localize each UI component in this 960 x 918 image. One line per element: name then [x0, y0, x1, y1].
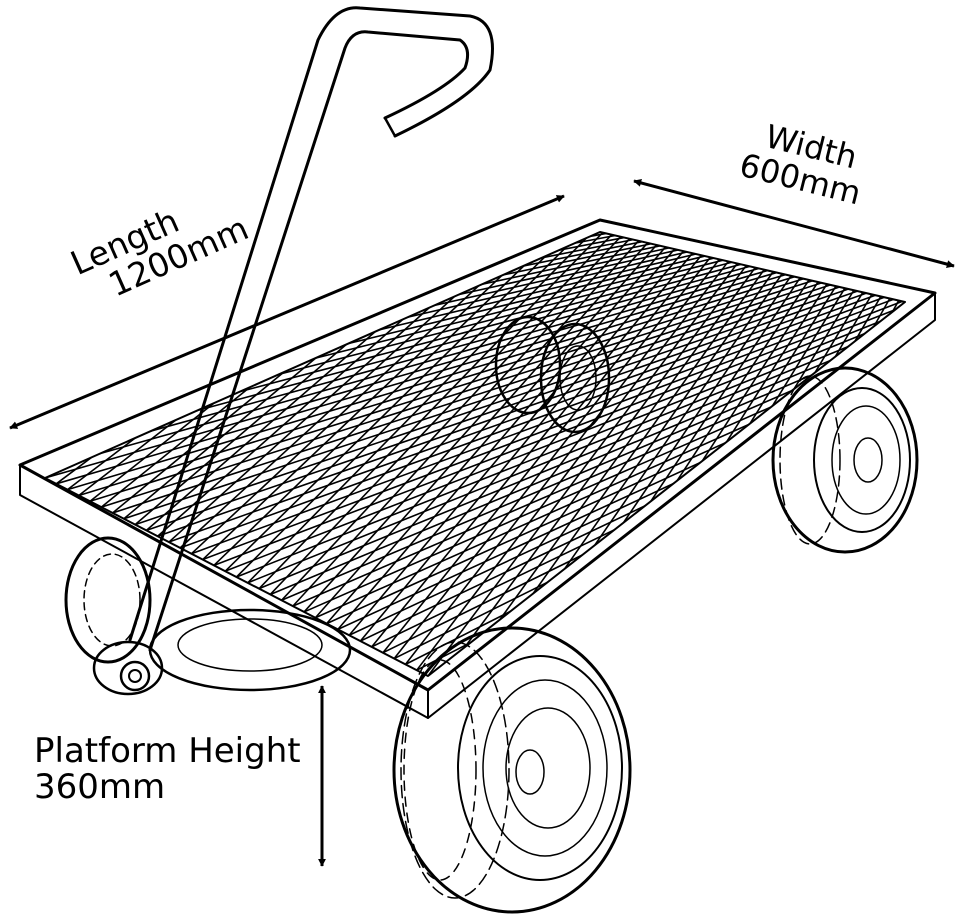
platform-height-title: Platform Height: [34, 731, 301, 771]
pull-handle: [92, 6, 494, 696]
mesh-wire: [371, 252, 694, 648]
mesh-wire: [427, 263, 738, 676]
front-axle-plate: [148, 608, 352, 692]
mesh-wire: [731, 395, 905, 676]
mesh-wire: [382, 254, 702, 654]
length-arrow: [9, 194, 565, 430]
mesh-wire: [765, 401, 905, 676]
mesh-wire: [326, 321, 905, 625]
mesh-wire: [641, 302, 905, 676]
mesh-wire: [416, 260, 729, 671]
mesh-wire: [697, 389, 905, 676]
mesh-wire: [754, 399, 905, 676]
mesh-wire: [776, 403, 905, 676]
mesh-wire: [709, 391, 905, 676]
mesh-wire: [652, 381, 905, 676]
mesh-wire: [404, 258, 720, 665]
mesh-wire: [663, 306, 905, 676]
platform-height-label: Platform Height 360mm: [34, 731, 301, 807]
mesh-wire: [438, 265, 747, 676]
front-wheel: [392, 626, 632, 914]
back-left-wheel: [64, 536, 152, 664]
cart-deck: [18, 218, 937, 719]
mesh-wire: [810, 409, 905, 676]
mesh-wire: [359, 250, 685, 642]
mesh-wire: [753, 322, 905, 676]
mesh-wire: [742, 397, 905, 676]
mesh-wire: [630, 300, 900, 676]
mesh-wire: [449, 267, 756, 676]
mesh-wire: [787, 329, 905, 676]
platform-height-value: 360mm: [34, 766, 166, 807]
mesh-wire: [799, 331, 905, 676]
mesh-wire: [314, 242, 649, 619]
mesh-wire: [393, 256, 711, 660]
mesh-wire: [326, 244, 658, 625]
mesh-wire: [562, 364, 905, 676]
width-arrow: [633, 178, 955, 269]
spare-wheel: [494, 315, 611, 434]
mesh-wire: [337, 246, 667, 630]
back-right-wheel: [771, 366, 919, 554]
mesh-wire: [641, 378, 905, 676]
mesh-wire: [585, 368, 905, 676]
mesh-wire: [348, 248, 676, 636]
mesh-wire: [686, 387, 905, 676]
mesh-wire: [799, 407, 905, 676]
mesh-wire: [67, 273, 786, 491]
